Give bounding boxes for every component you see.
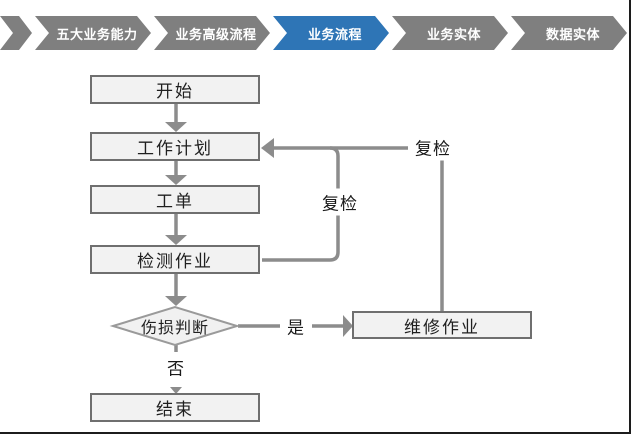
node-label: 检测作业 [137, 252, 213, 271]
node-start: 开始 [90, 75, 260, 104]
breadcrumb-item-label: 业务高级流程 [175, 26, 257, 42]
node-work-order: 工单 [90, 185, 260, 214]
arrowhead-down-icon [165, 175, 187, 185]
node-label: 维修作业 [404, 317, 480, 337]
breadcrumb-item-label: 业务实体 [426, 26, 481, 42]
breadcrumb: 五大业务能力 业务高级流程 业务流程 业务实体 数据实体 [0, 16, 632, 50]
arrowhead-right-icon [343, 315, 353, 337]
page-border-right [629, 0, 631, 434]
node-inspection: 检测作业 [90, 245, 260, 274]
node-repair: 维修作业 [352, 311, 532, 339]
arrowhead-down-icon [165, 296, 187, 306]
breadcrumb-item-high-level-process[interactable]: 业务高级流程 [154, 16, 270, 50]
loop-repair-recheck [274, 146, 444, 311]
decision-diamond [109, 305, 241, 347]
decision-label: 伤损判断 [140, 320, 210, 337]
page-border-bottom [0, 432, 631, 434]
edge-label-recheck-outer: 复检 [408, 133, 458, 161]
node-label: 工单 [156, 192, 194, 211]
breadcrumb-item-label: 五大业务能力 [56, 26, 138, 42]
edge-label-recheck-inner: 复检 [315, 188, 365, 216]
node-label: 结束 [156, 400, 194, 419]
breadcrumb-item-data-entity[interactable]: 数据实体 [511, 16, 627, 50]
breadcrumb-item-business-entity[interactable]: 业务实体 [392, 16, 508, 50]
node-end: 结束 [90, 393, 260, 422]
arrowhead-down-small-icon [170, 387, 182, 394]
node-work-plan: 工作计划 [90, 132, 260, 161]
node-label: 工作计划 [137, 139, 213, 158]
breadcrumb-item-label: 业务流程 [307, 26, 362, 42]
breadcrumb-item-label: 数据实体 [545, 26, 600, 42]
breadcrumb-item-business-process[interactable]: 业务流程 [273, 16, 389, 50]
node-label: 开始 [156, 82, 194, 101]
arrowhead-left-icon [261, 138, 274, 158]
edge-label-no: 否 [160, 353, 192, 381]
edge-label-yes: 是 [280, 312, 312, 340]
arrowhead-down-icon [165, 235, 187, 245]
arrowhead-down-icon [165, 122, 187, 132]
breadcrumb-item-business-capabilities[interactable]: 五大业务能力 [35, 16, 151, 50]
